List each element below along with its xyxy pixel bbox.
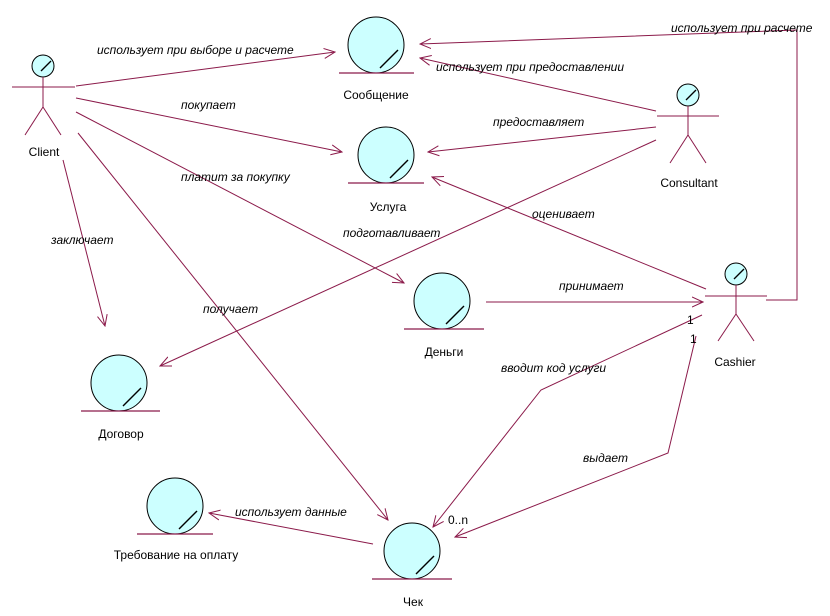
conn-cashier-receipt-code[interactable] [433, 314, 703, 527]
mult-receipt-code: 0..n [448, 513, 468, 527]
actor-cashier[interactable]: Cashier [705, 262, 767, 369]
rel-consultant-service: предоставляет [493, 115, 584, 129]
message-label: Сообщение [343, 88, 409, 102]
rel-client-receipt: получает [203, 302, 258, 316]
conn-consultant-contract[interactable] [160, 139, 657, 366]
rel-cashier-service: оценивает [532, 207, 595, 221]
rel-cashier-receipt-code: вводит код услуги [501, 361, 606, 375]
entity-receipt[interactable]: Чек [372, 522, 452, 609]
actor-client[interactable]: Client [12, 54, 75, 159]
consultant-head [676, 83, 700, 107]
rel-consultant-message: использует при предоставлении [436, 60, 624, 74]
contract-circle [90, 354, 148, 412]
rel-client-service: покупает [181, 98, 236, 112]
money-label: Деньги [425, 345, 464, 359]
contract-label: Договор [98, 427, 144, 441]
entity-money[interactable]: Деньги [404, 272, 484, 359]
cashier-head [724, 262, 748, 286]
conn-consultant-service[interactable] [428, 126, 657, 152]
receipt-label: Чек [403, 595, 424, 609]
rel-cashier-message: использует при расчете [671, 21, 813, 35]
message-circle [347, 16, 405, 74]
conn-client-contract[interactable] [62, 159, 105, 326]
client-label: Client [29, 145, 60, 159]
entity-payreq[interactable]: Требование на оплату [114, 477, 239, 562]
rel-client-money: платит за покупку [181, 170, 291, 184]
rel-receipt-payreq: использует данные [235, 505, 347, 519]
cashier-label: Cashier [714, 355, 755, 369]
conn-client-receipt[interactable] [77, 132, 388, 520]
actor-consultant[interactable]: Consultant [657, 83, 719, 190]
consultant-label: Consultant [660, 176, 718, 190]
money-circle [413, 272, 471, 330]
conn-client-service[interactable] [75, 97, 342, 152]
multiplicities: 1 1 0..n [448, 313, 697, 527]
entity-service[interactable]: Услуга [348, 126, 424, 214]
mult-money-cashier: 1 [687, 313, 694, 327]
service-label: Услуга [370, 200, 407, 214]
rel-consultant-contract: подготавливает [343, 226, 440, 240]
payreq-circle [146, 477, 204, 535]
connectors [62, 29, 798, 545]
conn-receipt-payreq[interactable] [209, 513, 374, 545]
entity-message[interactable]: Сообщение [339, 16, 414, 102]
rel-client-contract: заключает [50, 233, 113, 247]
rel-cashier-receipt-issue: выдает [583, 451, 628, 465]
rel-client-message: использует при выборе и расчете [97, 43, 294, 57]
payreq-label: Требование на оплату [114, 548, 239, 562]
mult-cashier-code: 1 [690, 332, 697, 346]
relation-labels: использует при выборе и расчете покупает… [50, 21, 813, 519]
conn-cashier-service[interactable] [432, 177, 707, 290]
receipt-circle [383, 522, 441, 580]
conn-client-money[interactable] [75, 111, 404, 283]
client-head [31, 54, 55, 78]
conn-consultant-message[interactable] [420, 58, 657, 112]
entity-contract[interactable]: Договор [81, 354, 160, 441]
rel-money-cashier: принимает [559, 279, 624, 293]
conn-cashier-message[interactable] [420, 29, 798, 301]
conn-cashier-receipt-issue[interactable] [455, 335, 697, 537]
conn-client-message[interactable] [75, 52, 335, 87]
service-circle [357, 126, 415, 184]
